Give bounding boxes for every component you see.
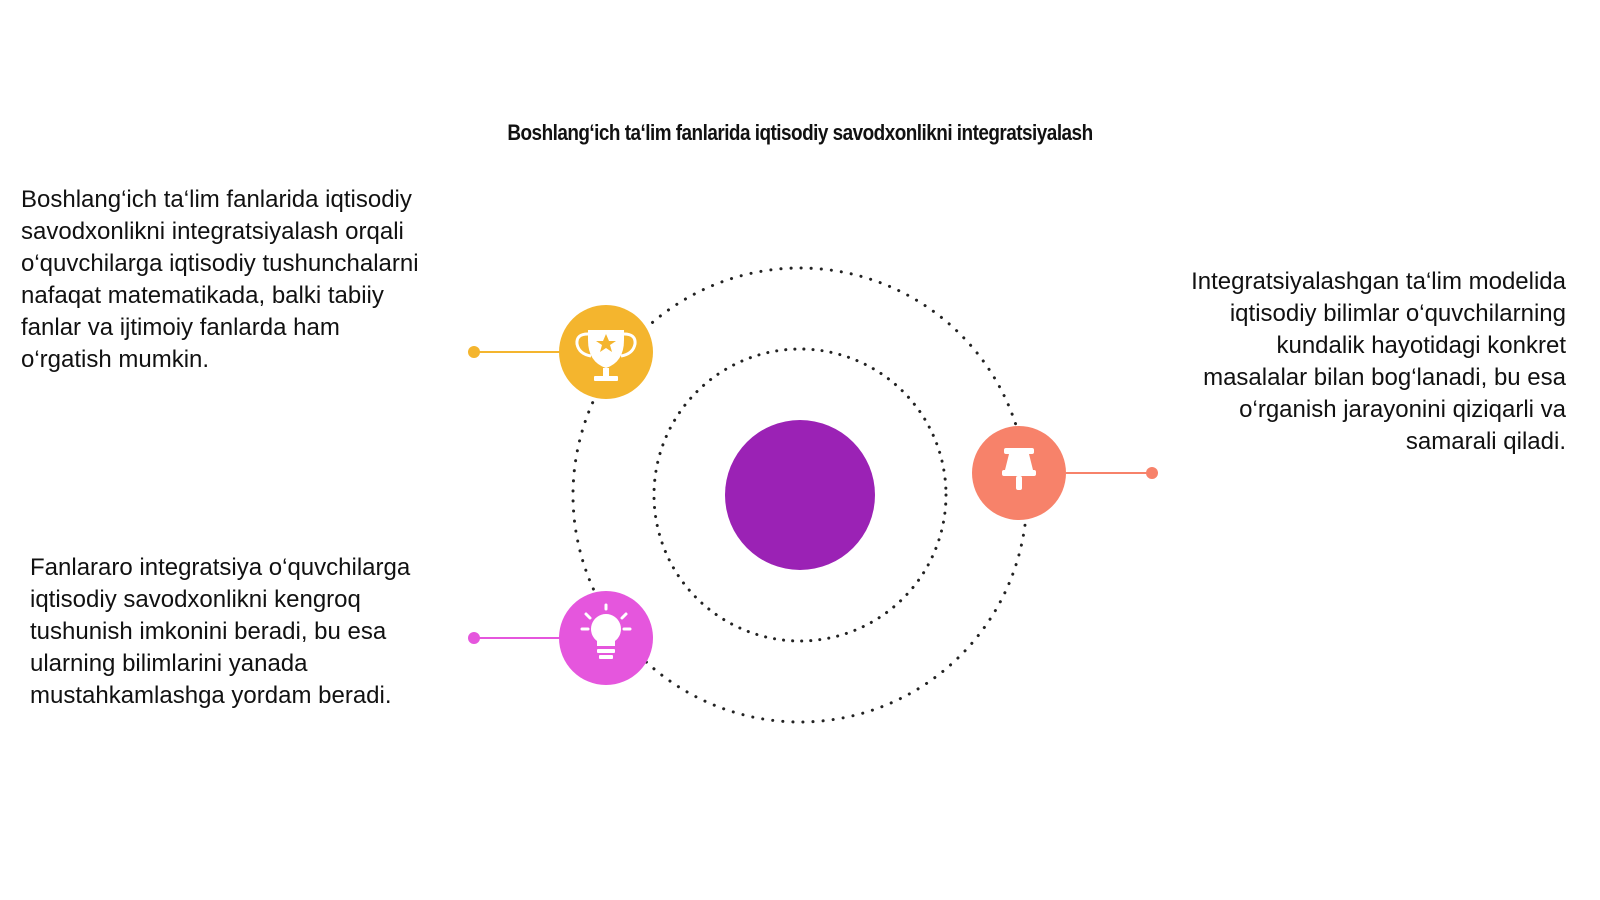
lightbulb-icon	[580, 603, 632, 659]
pushpin-node	[972, 426, 1066, 520]
trophy-icon	[575, 330, 637, 381]
connector-pushpin	[1066, 467, 1158, 479]
page-title: Boshlang‘ich ta‘lim fanlarida iqtisodiy …	[507, 120, 1093, 145]
text-pushpin-description: Integratsiyalashgan ta‘lim modelida iqti…	[1191, 268, 1566, 455]
inner-orbit-ring	[652, 347, 948, 643]
center-circle	[725, 420, 875, 570]
pushpin-icon	[1002, 448, 1036, 490]
connector-trophy	[468, 346, 562, 358]
text-lightbulb-description: Fanlararo integratsiya o‘quvchilarga iqt…	[30, 554, 411, 709]
lightbulb-node	[559, 591, 653, 685]
trophy-node	[559, 305, 653, 399]
connector-lightbulb	[468, 632, 562, 644]
text-trophy-description: Boshlang‘ich ta‘lim fanlarida iqtisodiy …	[21, 186, 419, 373]
